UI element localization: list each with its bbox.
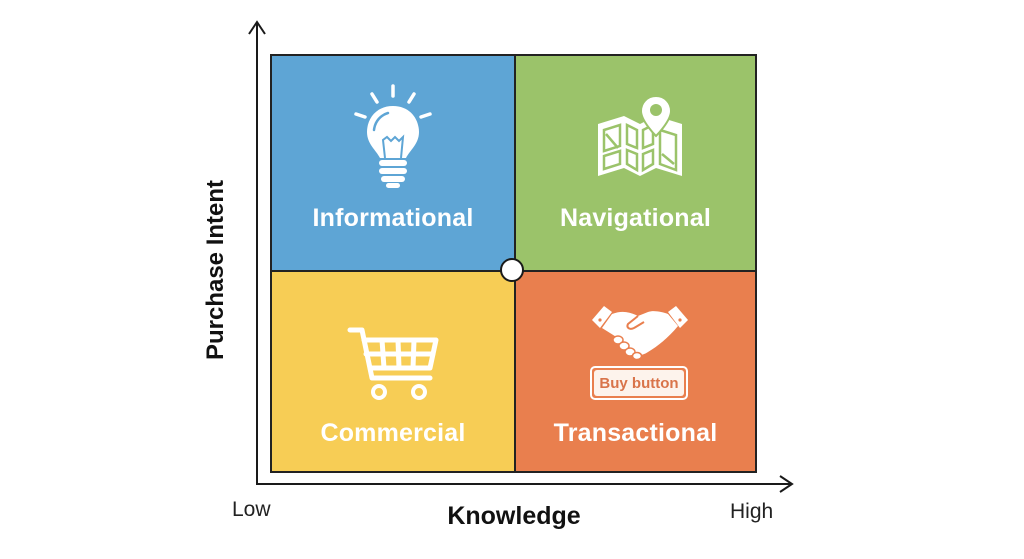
quadrant-label-navigational: Navigational	[559, 204, 712, 232]
buy-button-badge: Buy button	[590, 366, 688, 400]
x-axis-low-label: Low	[232, 498, 271, 521]
buy-button-label: Buy button	[594, 370, 684, 396]
quadrant-navigational: Navigational	[515, 56, 755, 271]
quadrant-informational: Informational	[272, 56, 515, 271]
x-axis-high-label: High	[730, 500, 774, 523]
shopping-cart-icon	[347, 327, 439, 400]
lightbulb-icon	[354, 84, 432, 188]
x-axis-label: Knowledge	[447, 502, 581, 530]
intent-matrix: Informational Navigational	[270, 54, 757, 473]
quadrant-commercial: Commercial	[272, 271, 515, 471]
quadrant-transactional: Buy button Transactional	[515, 271, 755, 471]
handshake-icon	[592, 306, 688, 361]
quadrant-label-transactional: Transactional	[553, 419, 718, 447]
quadrant-label-informational: Informational	[312, 204, 474, 232]
y-axis-label: Purchase Intent	[202, 179, 229, 361]
map-pin-icon	[598, 94, 682, 176]
center-point	[500, 258, 524, 282]
quadrant-label-commercial: Commercial	[320, 419, 466, 447]
